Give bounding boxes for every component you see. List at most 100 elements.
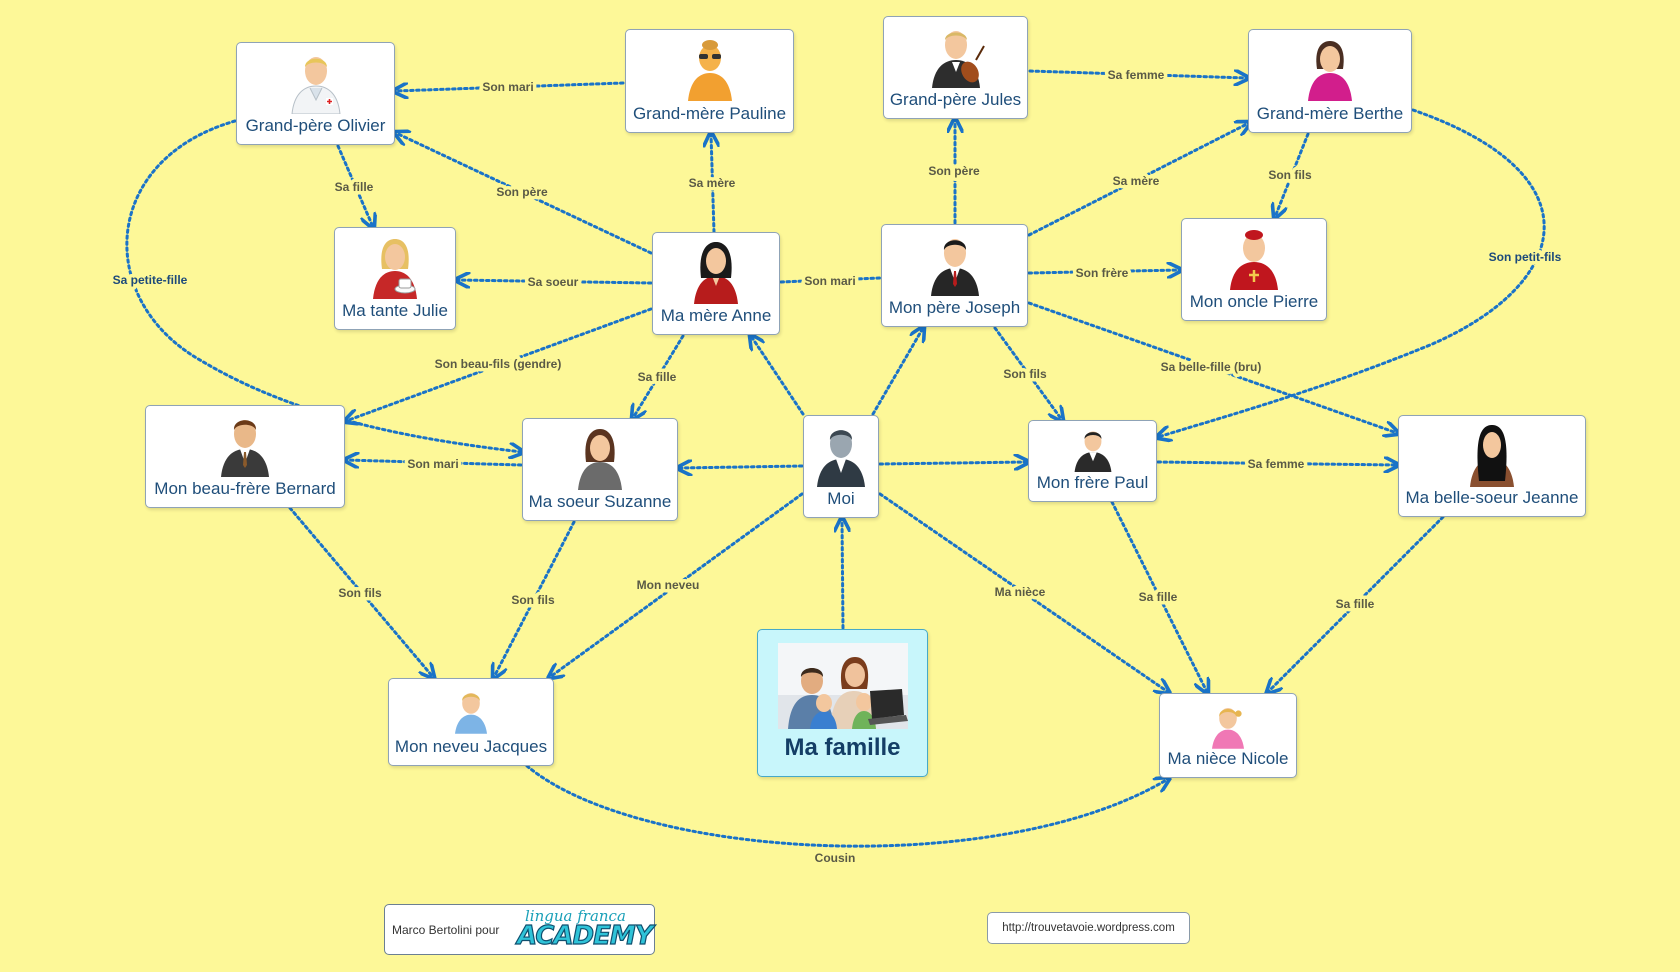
sister-icon (578, 429, 622, 490)
relation-line-moi-anne (751, 336, 805, 416)
node-ma-niece-nicole[interactable]: Ma nièce Nicole (1159, 693, 1297, 778)
node-ma-soeur-suzanne[interactable]: Ma soeur Suzanne (522, 418, 678, 521)
relation-label: Mon neveu (637, 578, 700, 592)
relation-label: Son fils (1003, 367, 1047, 381)
website-link-box[interactable]: http://trouvetavoie.wordpress.com (987, 912, 1190, 944)
node-label: Mon père Joseph (888, 298, 1021, 317)
relation-label: Ma nièce (995, 585, 1046, 599)
node-label: Ma belle-soeur Jeanne (1405, 488, 1579, 507)
relation-label: Sa fille (335, 180, 374, 194)
relation-label: Son beau-fils (gendre) (435, 357, 562, 371)
relation-line-moi-joseph (871, 328, 923, 416)
relation-label: Cousin (815, 851, 856, 865)
relation-label: Sa femme (1248, 457, 1305, 471)
relation-label: Sa femme (1108, 68, 1165, 82)
relation-line-paul-nicole (1110, 500, 1207, 692)
relation-line-moi-suzanne (679, 466, 804, 468)
node-mon-frere-paul[interactable]: Mon frère Paul (1028, 420, 1157, 502)
relation-label: Sa mère (1113, 174, 1160, 188)
relation-label: Sa fille (638, 370, 677, 384)
node-label: Ma soeur Suzanne (528, 492, 672, 511)
central-topic-ma-famille[interactable]: Ma famille (757, 629, 928, 777)
node-label: Grand-père Jules (889, 90, 1022, 109)
relation-label: Son frère (1076, 266, 1129, 280)
relation-label: Son père (496, 185, 548, 199)
aunt-icon (373, 239, 417, 299)
node-grand-mere-pauline[interactable]: Grand-mère Pauline (625, 29, 794, 133)
relation-label: Son petit-fils (1489, 250, 1562, 264)
relation-label: Son fils (1268, 168, 1312, 182)
node-ma-tante-julie[interactable]: Ma tante Julie (334, 227, 456, 330)
relation-line-moi-nicole (878, 492, 1168, 692)
relation-line-anne-olivier (396, 133, 653, 255)
sister-in-law-icon (1470, 425, 1514, 487)
node-mon-neveu-jacques[interactable]: Mon neveu Jacques (388, 678, 554, 766)
brother-icon (1074, 431, 1111, 472)
relation-line-anne-julie (457, 280, 653, 283)
node-mon-pere-joseph[interactable]: Mon père Joseph (881, 224, 1028, 327)
relation-line-joseph-jeanne (1027, 301, 1397, 433)
relation-line-berthe-paul (1158, 108, 1546, 437)
relation-line-center-moi (842, 519, 843, 630)
relation-label: Son mari (804, 274, 855, 288)
node-mon-oncle-pierre[interactable]: Mon oncle Pierre (1181, 218, 1327, 321)
relation-line-paul-jeanne (1156, 462, 1397, 465)
node-moi[interactable]: Moi (803, 415, 879, 518)
node-grand-mere-berthe[interactable]: Grand-mère Berthe (1248, 29, 1412, 133)
relation-line-berthe-pierre (1275, 132, 1310, 217)
central-topic-label: Ma famille (784, 734, 901, 761)
family-photo (778, 643, 908, 729)
relation-label: Son mari (482, 80, 533, 94)
grandmother-icon (1308, 41, 1352, 101)
relation-label: Sa petite-fille (113, 273, 188, 287)
relation-line-joseph-berthe (1027, 123, 1249, 237)
node-mon-beau-frere-bernard[interactable]: Mon beau-frère Bernard (145, 405, 345, 508)
relation-line-jules-berthe (1028, 71, 1247, 78)
author-credit-box: Marco Bertolini pour lingua franca ACADE… (384, 904, 655, 955)
node-label: Mon oncle Pierre (1189, 292, 1319, 311)
niece-icon (1212, 708, 1244, 749)
relation-line-moi-paul (878, 462, 1027, 464)
relation-line-anne-joseph (779, 276, 882, 284)
relation-label: Son mari (407, 457, 458, 471)
node-label: Grand-père Olivier (245, 116, 386, 135)
website-url[interactable]: http://trouvetavoie.wordpress.com (1002, 922, 1175, 934)
mother-icon (694, 242, 738, 304)
relation-line-joseph-paul (993, 326, 1062, 420)
author-credit-text: Marco Bertolini pour (392, 923, 500, 937)
me-icon (817, 430, 865, 487)
academy-logo: lingua franca ACADEMY (515, 907, 654, 953)
relation-label: Son fils (338, 586, 382, 600)
node-label: Ma nièce Nicole (1167, 749, 1289, 768)
relation-line-jacques-nicole (525, 764, 1168, 848)
grandfather-doctor-icon (290, 57, 341, 114)
academy-logo-script: lingua franca (525, 907, 626, 925)
node-label: Moi (827, 489, 855, 508)
relation-label: Sa belle-fille (bru) (1161, 360, 1262, 374)
relation-line-suzanne-bernard (346, 460, 523, 465)
node-grand-pere-olivier[interactable]: Grand-père Olivier (236, 42, 395, 145)
node-grand-pere-jules[interactable]: Grand-père Jules (883, 16, 1028, 119)
uncle-cardinal-icon (1230, 230, 1278, 290)
node-label: Mon beau-frère Bernard (154, 479, 336, 498)
relation-line-bernard-jacques (288, 506, 433, 677)
academy-logo-main: ACADEMY (516, 920, 654, 951)
node-ma-mere-anne[interactable]: Ma mère Anne (652, 232, 780, 335)
relation-label: Son fils (511, 593, 555, 607)
node-label: Ma mère Anne (660, 306, 772, 325)
relation-line-suzanne-jacques (494, 520, 576, 677)
relation-label: Sa fille (1336, 597, 1375, 611)
relation-line-olivier-suzanne (125, 119, 522, 452)
node-label: Ma tante Julie (342, 301, 448, 320)
father-icon (930, 239, 979, 296)
grandfather-violinist-icon (931, 31, 985, 88)
relation-line-anne-pauline (711, 134, 714, 234)
node-ma-belle-soeur-jeanne[interactable]: Ma belle-soeur Jeanne (1398, 415, 1586, 517)
brother-in-law-icon (221, 420, 269, 477)
relation-line-moi-jacques (550, 492, 804, 677)
relation-label: Son père (928, 164, 980, 178)
relation-line-anne-suzanne (633, 334, 685, 418)
relation-line-anne-bernard (346, 307, 653, 421)
node-label: Grand-mère Berthe (1256, 104, 1404, 123)
